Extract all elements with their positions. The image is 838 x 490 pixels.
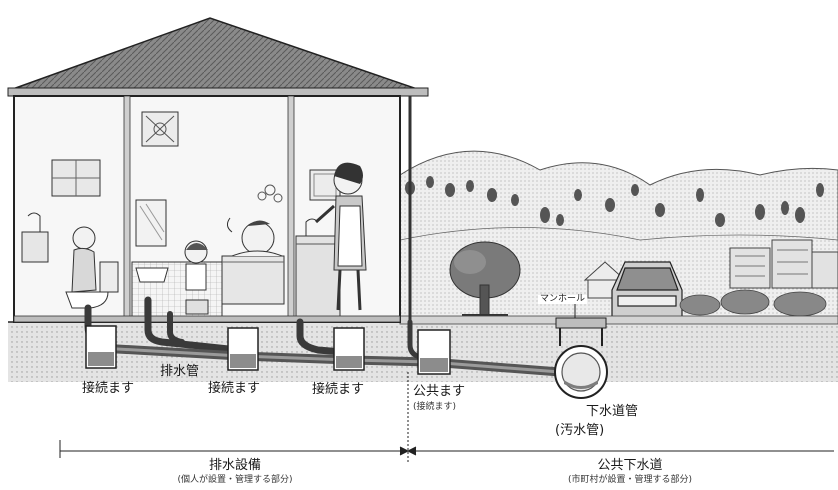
connection-box-3 <box>333 327 365 371</box>
house <box>7 17 429 330</box>
bushes <box>679 289 827 317</box>
connection-box-2 <box>227 327 259 371</box>
kitchen-counter <box>295 235 341 323</box>
floor-slab <box>13 315 401 323</box>
manhole-label: マンホール <box>538 294 588 304</box>
bathroom <box>131 111 285 321</box>
manhole-cover <box>555 317 607 329</box>
sewer-pipe-label: 下水道管 <box>586 404 639 419</box>
sewer-pipe-note: (汚水管) <box>555 423 605 438</box>
connection-box-3-label: 接続ます <box>312 382 365 397</box>
bathtub <box>221 255 285 305</box>
toilet-room <box>21 159 119 309</box>
father-head <box>241 221 275 255</box>
manhole-shaft <box>559 328 603 346</box>
father-arm <box>226 217 233 233</box>
connection-boxes <box>85 325 451 375</box>
road-surface <box>399 315 838 325</box>
public-box-label: 公共ます <box>413 384 466 399</box>
partition-2 <box>287 95 295 323</box>
section-divider <box>59 372 834 462</box>
manhole-structure <box>554 303 608 399</box>
drain-pipe-label: 排水管 <box>160 364 200 379</box>
bath-drain-drop-1 <box>144 296 242 354</box>
wash-bowl <box>135 267 169 283</box>
arrow-right-section <box>406 446 417 456</box>
roadside-tree <box>449 241 521 316</box>
bath-drain-drop-2 <box>167 311 185 345</box>
eaves <box>7 87 429 97</box>
kitchen-drain-drop <box>296 318 346 356</box>
mother-arm <box>315 204 335 224</box>
person-toilet-body <box>71 247 97 293</box>
private-section-title: 排水設備 <box>208 458 262 473</box>
hand-sink <box>21 231 49 263</box>
sewer-water <box>564 380 598 389</box>
roof <box>9 17 421 91</box>
connection-box-2-label: 接続ます <box>208 381 261 396</box>
person-toilet-head <box>72 226 96 250</box>
public-box <box>417 329 451 375</box>
distant-buildings <box>729 239 838 289</box>
connection-box-1 <box>85 325 117 369</box>
child-body <box>185 263 207 291</box>
arrow-left-section <box>399 446 410 456</box>
public-box-note: (接続ます) <box>413 402 457 412</box>
kitchen <box>295 162 367 323</box>
public-section-note: (市町村が設置・管理する部分) <box>567 475 693 485</box>
steam <box>257 184 283 203</box>
landscape <box>399 150 838 329</box>
bath-stool <box>185 299 209 315</box>
private-section-note: (個人が設置・管理する部分) <box>177 475 293 485</box>
connection-box-1-label: 接続ます <box>82 381 135 396</box>
forest-dots <box>405 176 824 227</box>
mother-legs <box>336 269 362 311</box>
apron <box>337 205 363 267</box>
partition-1 <box>123 95 131 323</box>
toilet-tank <box>99 261 119 293</box>
public-section-title: 公共下水道 <box>597 458 663 473</box>
